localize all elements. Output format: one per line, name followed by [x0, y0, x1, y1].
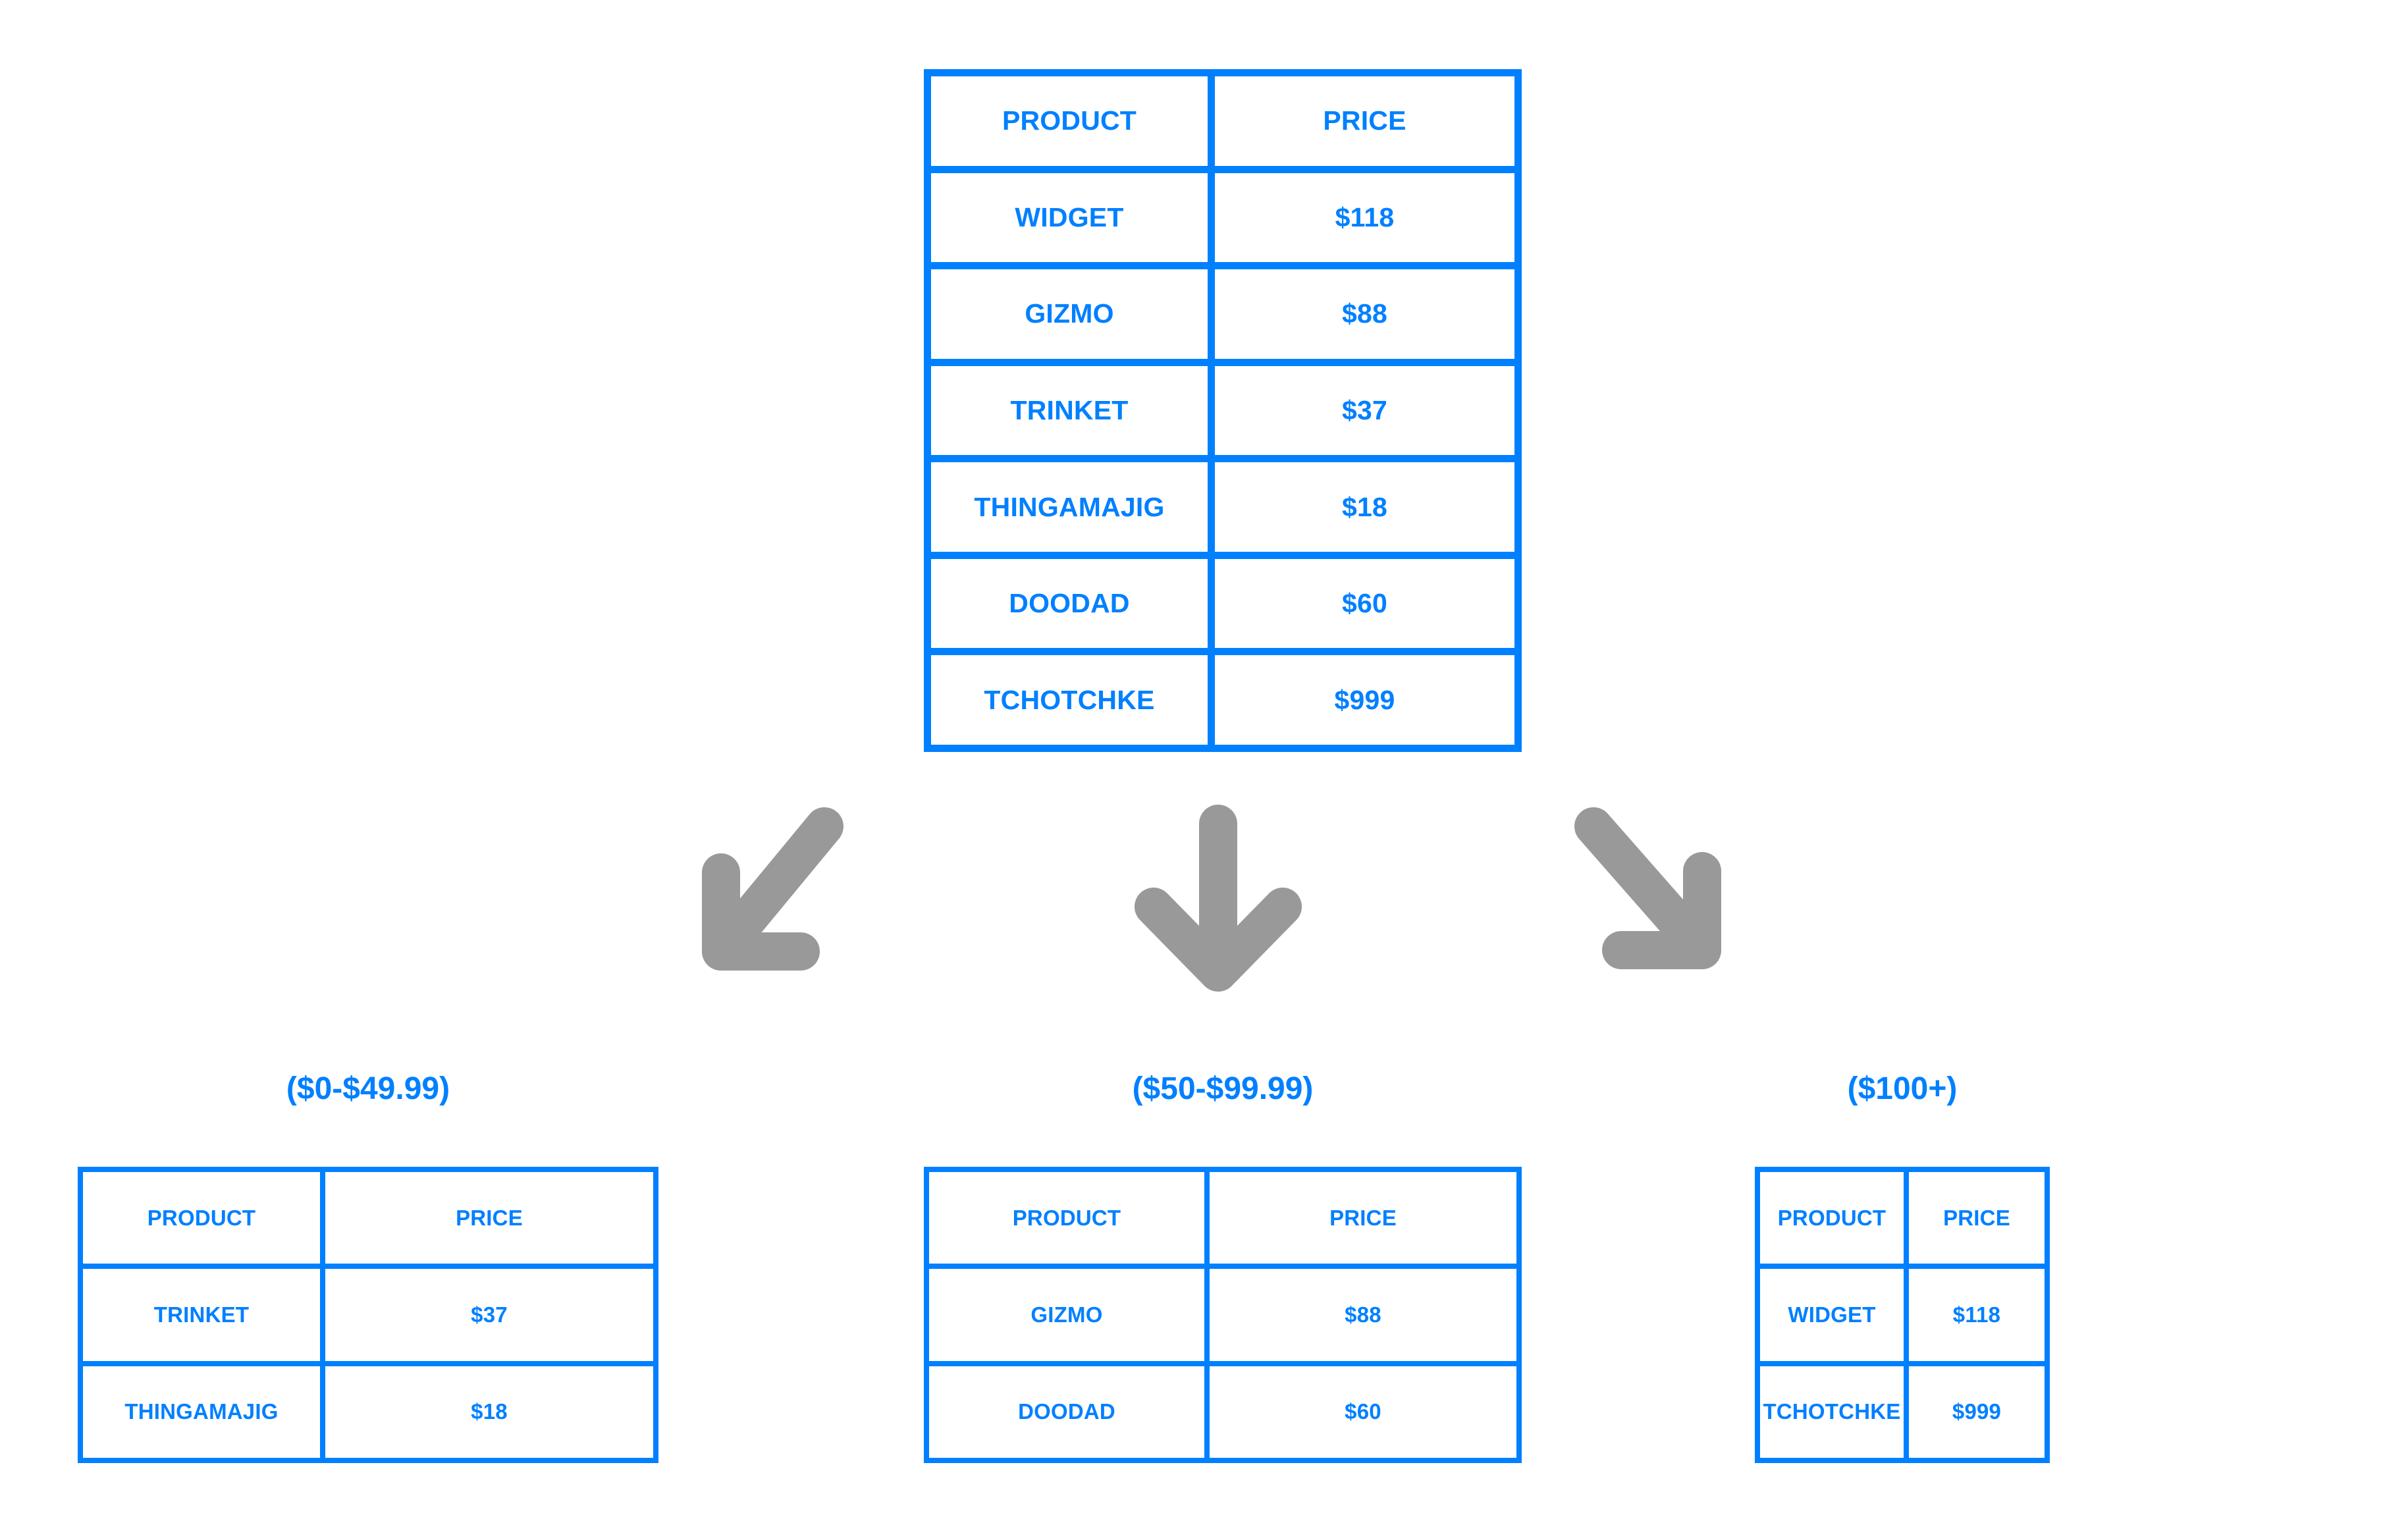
cell-product: THINGAMAJIG — [83, 1366, 320, 1458]
table-row: GIZMO $88 — [929, 1269, 1516, 1361]
cell-product: DOODAD — [929, 1366, 1204, 1458]
table-row: DOODAD $60 — [929, 1366, 1516, 1458]
table-row: THINGAMAJIG $18 — [83, 1366, 653, 1458]
column-header-price: PRICE — [1215, 76, 1514, 166]
cell-product: WIDGET — [931, 173, 1208, 263]
arrow-down-left-icon — [702, 807, 843, 971]
cell-product: TCHOTCHKE — [1760, 1366, 1904, 1458]
cell-price: $37 — [325, 1269, 653, 1361]
cell-price: $60 — [1215, 558, 1514, 649]
arrow-down-right-icon — [1574, 807, 1721, 969]
column-header-price: PRICE — [1210, 1172, 1516, 1264]
cell-price: $18 — [325, 1366, 653, 1458]
cell-price: $37 — [1215, 365, 1514, 456]
cell-product: GIZMO — [929, 1269, 1204, 1361]
table-row: TCHOTCHKE $999 — [931, 655, 1514, 745]
cell-price: $60 — [1210, 1366, 1516, 1458]
cell-product: TRINKET — [931, 365, 1208, 456]
column-header-product: PRODUCT — [931, 76, 1208, 166]
cell-price: $999 — [1215, 655, 1514, 745]
cell-product: GIZMO — [931, 269, 1208, 359]
column-header-price: PRICE — [325, 1172, 653, 1264]
table-header-row: PRODUCT PRICE — [1760, 1172, 2045, 1264]
bucket-label-high: ($100+) — [1847, 1071, 1958, 1106]
column-header-product: PRODUCT — [83, 1172, 320, 1264]
column-header-product: PRODUCT — [929, 1172, 1204, 1264]
cell-price: $118 — [1215, 173, 1514, 263]
bucket-label-low: ($0-$49.99) — [286, 1071, 450, 1106]
table-row: GIZMO $88 — [931, 269, 1514, 359]
cell-price: $88 — [1215, 269, 1514, 359]
cell-product: DOODAD — [931, 558, 1208, 649]
cell-product: TRINKET — [83, 1269, 320, 1361]
column-header-product: PRODUCT — [1760, 1172, 1904, 1264]
table-row: WIDGET $118 — [931, 173, 1514, 263]
cell-product: THINGAMAJIG — [931, 462, 1208, 552]
bucket-table-high: PRODUCT PRICE WIDGET $118 TCHOTCHKE $999 — [1755, 1167, 2050, 1463]
table-row: TCHOTCHKE $999 — [1760, 1366, 2045, 1458]
table-row: TRINKET $37 — [83, 1269, 653, 1361]
table-row: THINGAMAJIG $18 — [931, 462, 1514, 552]
cell-price: $88 — [1210, 1269, 1516, 1361]
table-header-row: PRODUCT PRICE — [929, 1172, 1516, 1264]
cell-price: $999 — [1909, 1366, 2045, 1458]
bucket-table-mid: PRODUCT PRICE GIZMO $88 DOODAD $60 — [924, 1167, 1522, 1463]
table-header-row: PRODUCT PRICE — [931, 76, 1514, 166]
column-header-price: PRICE — [1909, 1172, 2045, 1264]
bucket-table-low: PRODUCT PRICE TRINKET $37 THINGAMAJIG $1… — [78, 1167, 658, 1463]
table-row: WIDGET $118 — [1760, 1269, 2045, 1361]
cell-product: WIDGET — [1760, 1269, 1904, 1361]
bucket-label-mid: ($50-$99.99) — [1132, 1071, 1314, 1106]
cell-price: $18 — [1215, 462, 1514, 552]
table-header-row: PRODUCT PRICE — [83, 1172, 653, 1264]
arrow-down-icon — [1135, 805, 1302, 992]
cell-product: TCHOTCHKE — [931, 655, 1208, 745]
cell-price: $118 — [1909, 1269, 2045, 1361]
table-row: DOODAD $60 — [931, 558, 1514, 649]
table-row: TRINKET $37 — [931, 365, 1514, 456]
source-product-price-table: PRODUCT PRICE WIDGET $118 GIZMO $88 TRIN… — [924, 69, 1522, 752]
